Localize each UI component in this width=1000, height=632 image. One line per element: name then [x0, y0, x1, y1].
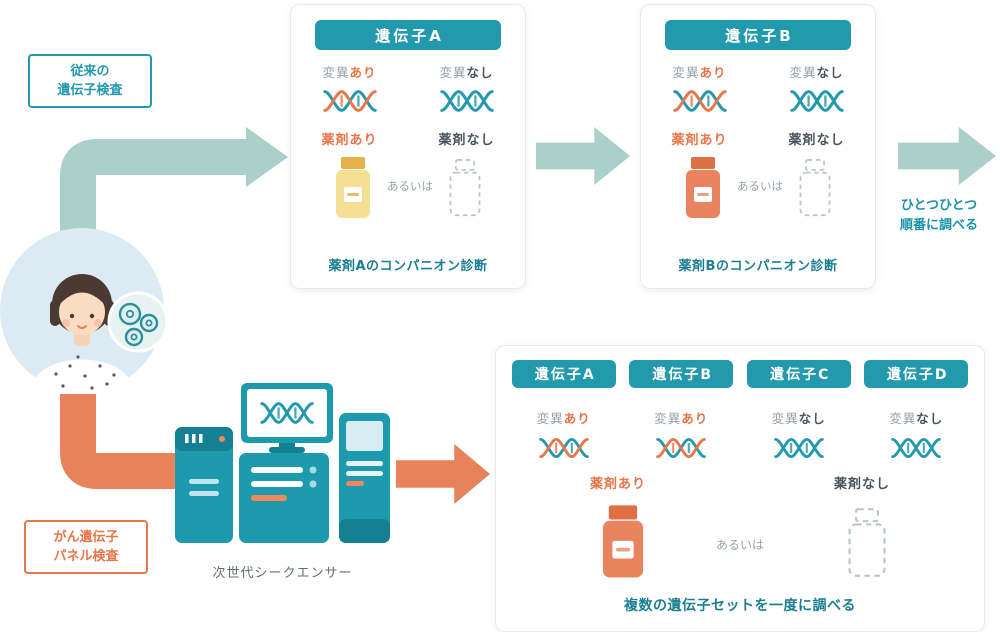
or-label: あるいは: [387, 179, 433, 193]
dna-normal-icon: [771, 435, 827, 461]
gene-card-b: 遺伝子B 変異あり 変異なし 薬剤あり 薬剤なし あるいは 薬剤Bのコンパニオン…: [640, 4, 876, 289]
drug-bottle-icon: [597, 496, 649, 588]
flow-arrow-continue: [898, 127, 996, 185]
drug-bottle-icon: [681, 156, 725, 220]
drug-bottle-dashed-icon: [843, 499, 891, 587]
mutation-present-label: 変異あり: [672, 65, 727, 80]
dna-mutated-icon: [536, 435, 592, 461]
gene-b-mutation-absent: 変異なし: [758, 62, 875, 115]
panel-gene-d-column: 遺伝子D 変異なし: [861, 360, 973, 461]
flow-arrow-a-to-b: [536, 127, 630, 185]
dna-mutated-icon: [653, 435, 709, 461]
mutation-label: 変異あり: [654, 411, 709, 426]
patient-eye-left: [69, 313, 75, 319]
panel-test-label: がん遺伝子 パネル検査: [24, 520, 148, 574]
dna-normal-icon: [788, 87, 846, 115]
drug-unavailable-label: 薬剤なし: [788, 133, 845, 148]
drug-bottle-icon: [331, 156, 375, 220]
panel-gene-c-badge: 遺伝子C: [746, 360, 851, 388]
drug-bottle-dashed-icon: [795, 159, 835, 217]
panel-caption: 複数の遺伝子セットを一度に調べる: [624, 598, 856, 614]
sequencer-left-machine: [175, 427, 233, 543]
sequential-note: ひとつひとつ 順番に調べる: [899, 198, 978, 234]
panel-gene-b-column: 遺伝子B 変異あり: [626, 360, 738, 461]
gene-a-drug-row: 薬剤あり 薬剤なし: [291, 129, 525, 148]
or-label: あるいは: [715, 538, 765, 552]
gene-panel-grid: 遺伝子A 変異あり 遺伝子B 変異あり 遺伝子C 変異なし 遺伝子D 変異なし: [496, 360, 984, 461]
gene-b-mutation-present: 変異あり: [641, 62, 758, 115]
gene-a-caption: 薬剤Aのコンパニオン診断: [328, 259, 488, 274]
patient-eye-right: [89, 313, 95, 319]
gene-panel-card: 遺伝子A 変異あり 遺伝子B 変異あり 遺伝子C 変異なし 遺伝子D 変異なし …: [495, 345, 985, 632]
conventional-test-label: 従来の 遺伝子検査: [28, 54, 152, 108]
sequencer-illustration: [175, 383, 390, 543]
patient-blush-left: [62, 319, 70, 327]
patient-bangs: [59, 284, 105, 305]
panel-drug-row: 薬剤あり 薬剤なし: [496, 473, 984, 492]
drug-available-label: 薬剤あり: [589, 477, 646, 492]
panel-gene-d-badge: 遺伝子D: [864, 360, 969, 388]
drug-unavailable-label: 薬剤なし: [833, 477, 890, 492]
sequencer-middle-tower: [239, 453, 329, 543]
mutation-absent-label: 変異なし: [439, 65, 494, 80]
or-label: あるいは: [737, 179, 783, 193]
panel-gene-c-column: 遺伝子C 変異なし: [743, 360, 855, 461]
gene-a-mutation-absent: 変異なし: [408, 62, 525, 115]
gene-b-bottle-row: あるいは: [641, 156, 875, 230]
gene-a-mutation-present: 変異あり: [291, 62, 408, 115]
mutation-label: 変異あり: [536, 411, 591, 426]
mutation-absent-label: 変異なし: [789, 65, 844, 80]
patient-illustration: [0, 228, 169, 394]
sequencer-monitor: [241, 383, 333, 453]
gene-b-caption: 薬剤Bのコンパニオン診断: [678, 259, 838, 274]
patient-face: [59, 289, 105, 335]
drug-bottle-dashed-icon: [445, 159, 485, 217]
dna-mutated-icon: [671, 87, 729, 115]
mutation-label: 変異なし: [771, 411, 826, 426]
patient-hair-left: [50, 300, 60, 326]
mutation-present-label: 変異あり: [322, 65, 377, 80]
gene-a-mutation-row: 変異あり 変異なし: [291, 62, 525, 115]
mutation-label: 変異なし: [889, 411, 944, 426]
panel-gene-b-badge: 遺伝子B: [629, 360, 734, 388]
gene-b-title-badge: 遺伝子B: [665, 20, 851, 50]
gene-a-bottle-row: あるいは: [291, 156, 525, 230]
sequencer-caption: 次世代シークエンサー: [212, 566, 353, 581]
panel-gene-a-badge: 遺伝子A: [511, 360, 616, 388]
patient-blush-right: [94, 319, 102, 327]
panel-bottle-row: あるいは: [496, 496, 984, 594]
gene-a-title-badge: 遺伝子A: [315, 20, 501, 50]
drug-unavailable-label: 薬剤なし: [438, 133, 495, 148]
patient-mouth: [77, 325, 87, 329]
dna-normal-icon: [438, 87, 496, 115]
cells-icon: [118, 302, 159, 347]
drug-available-label: 薬剤あり: [321, 133, 378, 148]
gene-b-drug-row: 薬剤あり 薬剤なし: [641, 129, 875, 148]
gene-b-mutation-row: 変異あり 変異なし: [641, 62, 875, 115]
sequencer-right-tower: [339, 413, 390, 543]
drug-available-label: 薬剤あり: [671, 133, 728, 148]
flow-arrow-panel: [396, 444, 490, 504]
dna-mutated-icon: [321, 87, 379, 115]
panel-gene-a-column: 遺伝子A 変異あり: [508, 360, 620, 461]
teal-arrowhead: [246, 127, 288, 187]
gene-card-a: 遺伝子A 変異あり 変異なし 薬剤あり 薬剤なし あるいは 薬剤Aのコンパニオン…: [290, 4, 526, 289]
dna-normal-icon: [888, 435, 944, 461]
